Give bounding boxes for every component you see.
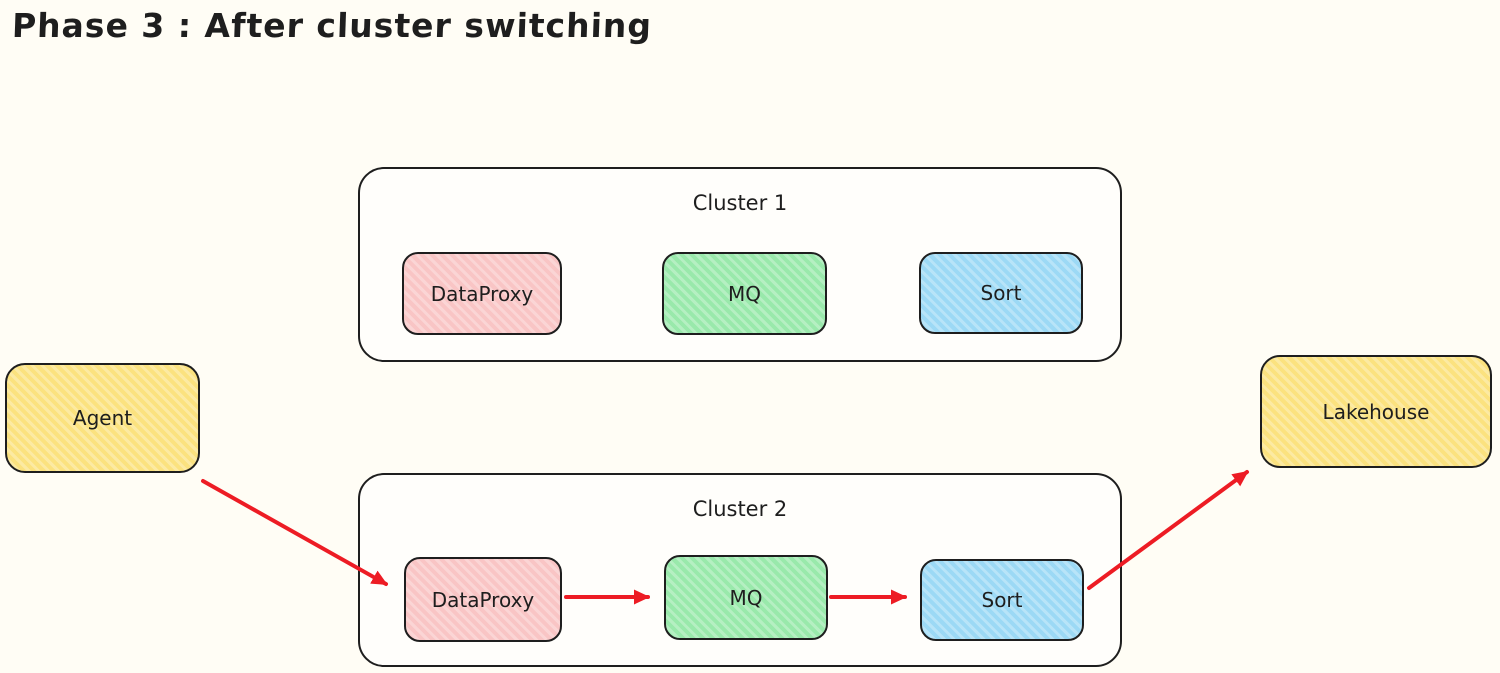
node-cluster2-mq: MQ [664,555,828,640]
node-label: Agent [72,406,133,430]
node-cluster1-dataproxy: DataProxy [402,252,562,335]
cluster-2-label: Cluster 2 [692,497,788,521]
node-label: MQ [728,281,761,306]
node-cluster2-dataproxy: DataProxy [404,557,562,642]
cluster-1-container: Cluster 1 DataProxy MQ Sort [358,167,1122,362]
node-cluster1-mq: MQ [662,252,827,335]
node-label: DataProxy [431,587,535,612]
node-lakehouse: Lakehouse [1260,355,1492,468]
node-agent: Agent [5,363,200,473]
node-label: Sort [980,281,1022,305]
node-label: MQ [729,585,763,610]
diagram-title: Phase 3 : After cluster switching [11,6,653,45]
node-label: DataProxy [430,281,534,306]
cluster-2-container: Cluster 2 DataProxy MQ Sort [358,473,1122,667]
node-cluster1-sort: Sort [919,252,1083,334]
cluster-1-label: Cluster 1 [692,191,788,215]
node-label: Sort [981,588,1023,612]
node-cluster2-sort: Sort [920,559,1084,641]
node-label: Lakehouse [1322,399,1430,424]
